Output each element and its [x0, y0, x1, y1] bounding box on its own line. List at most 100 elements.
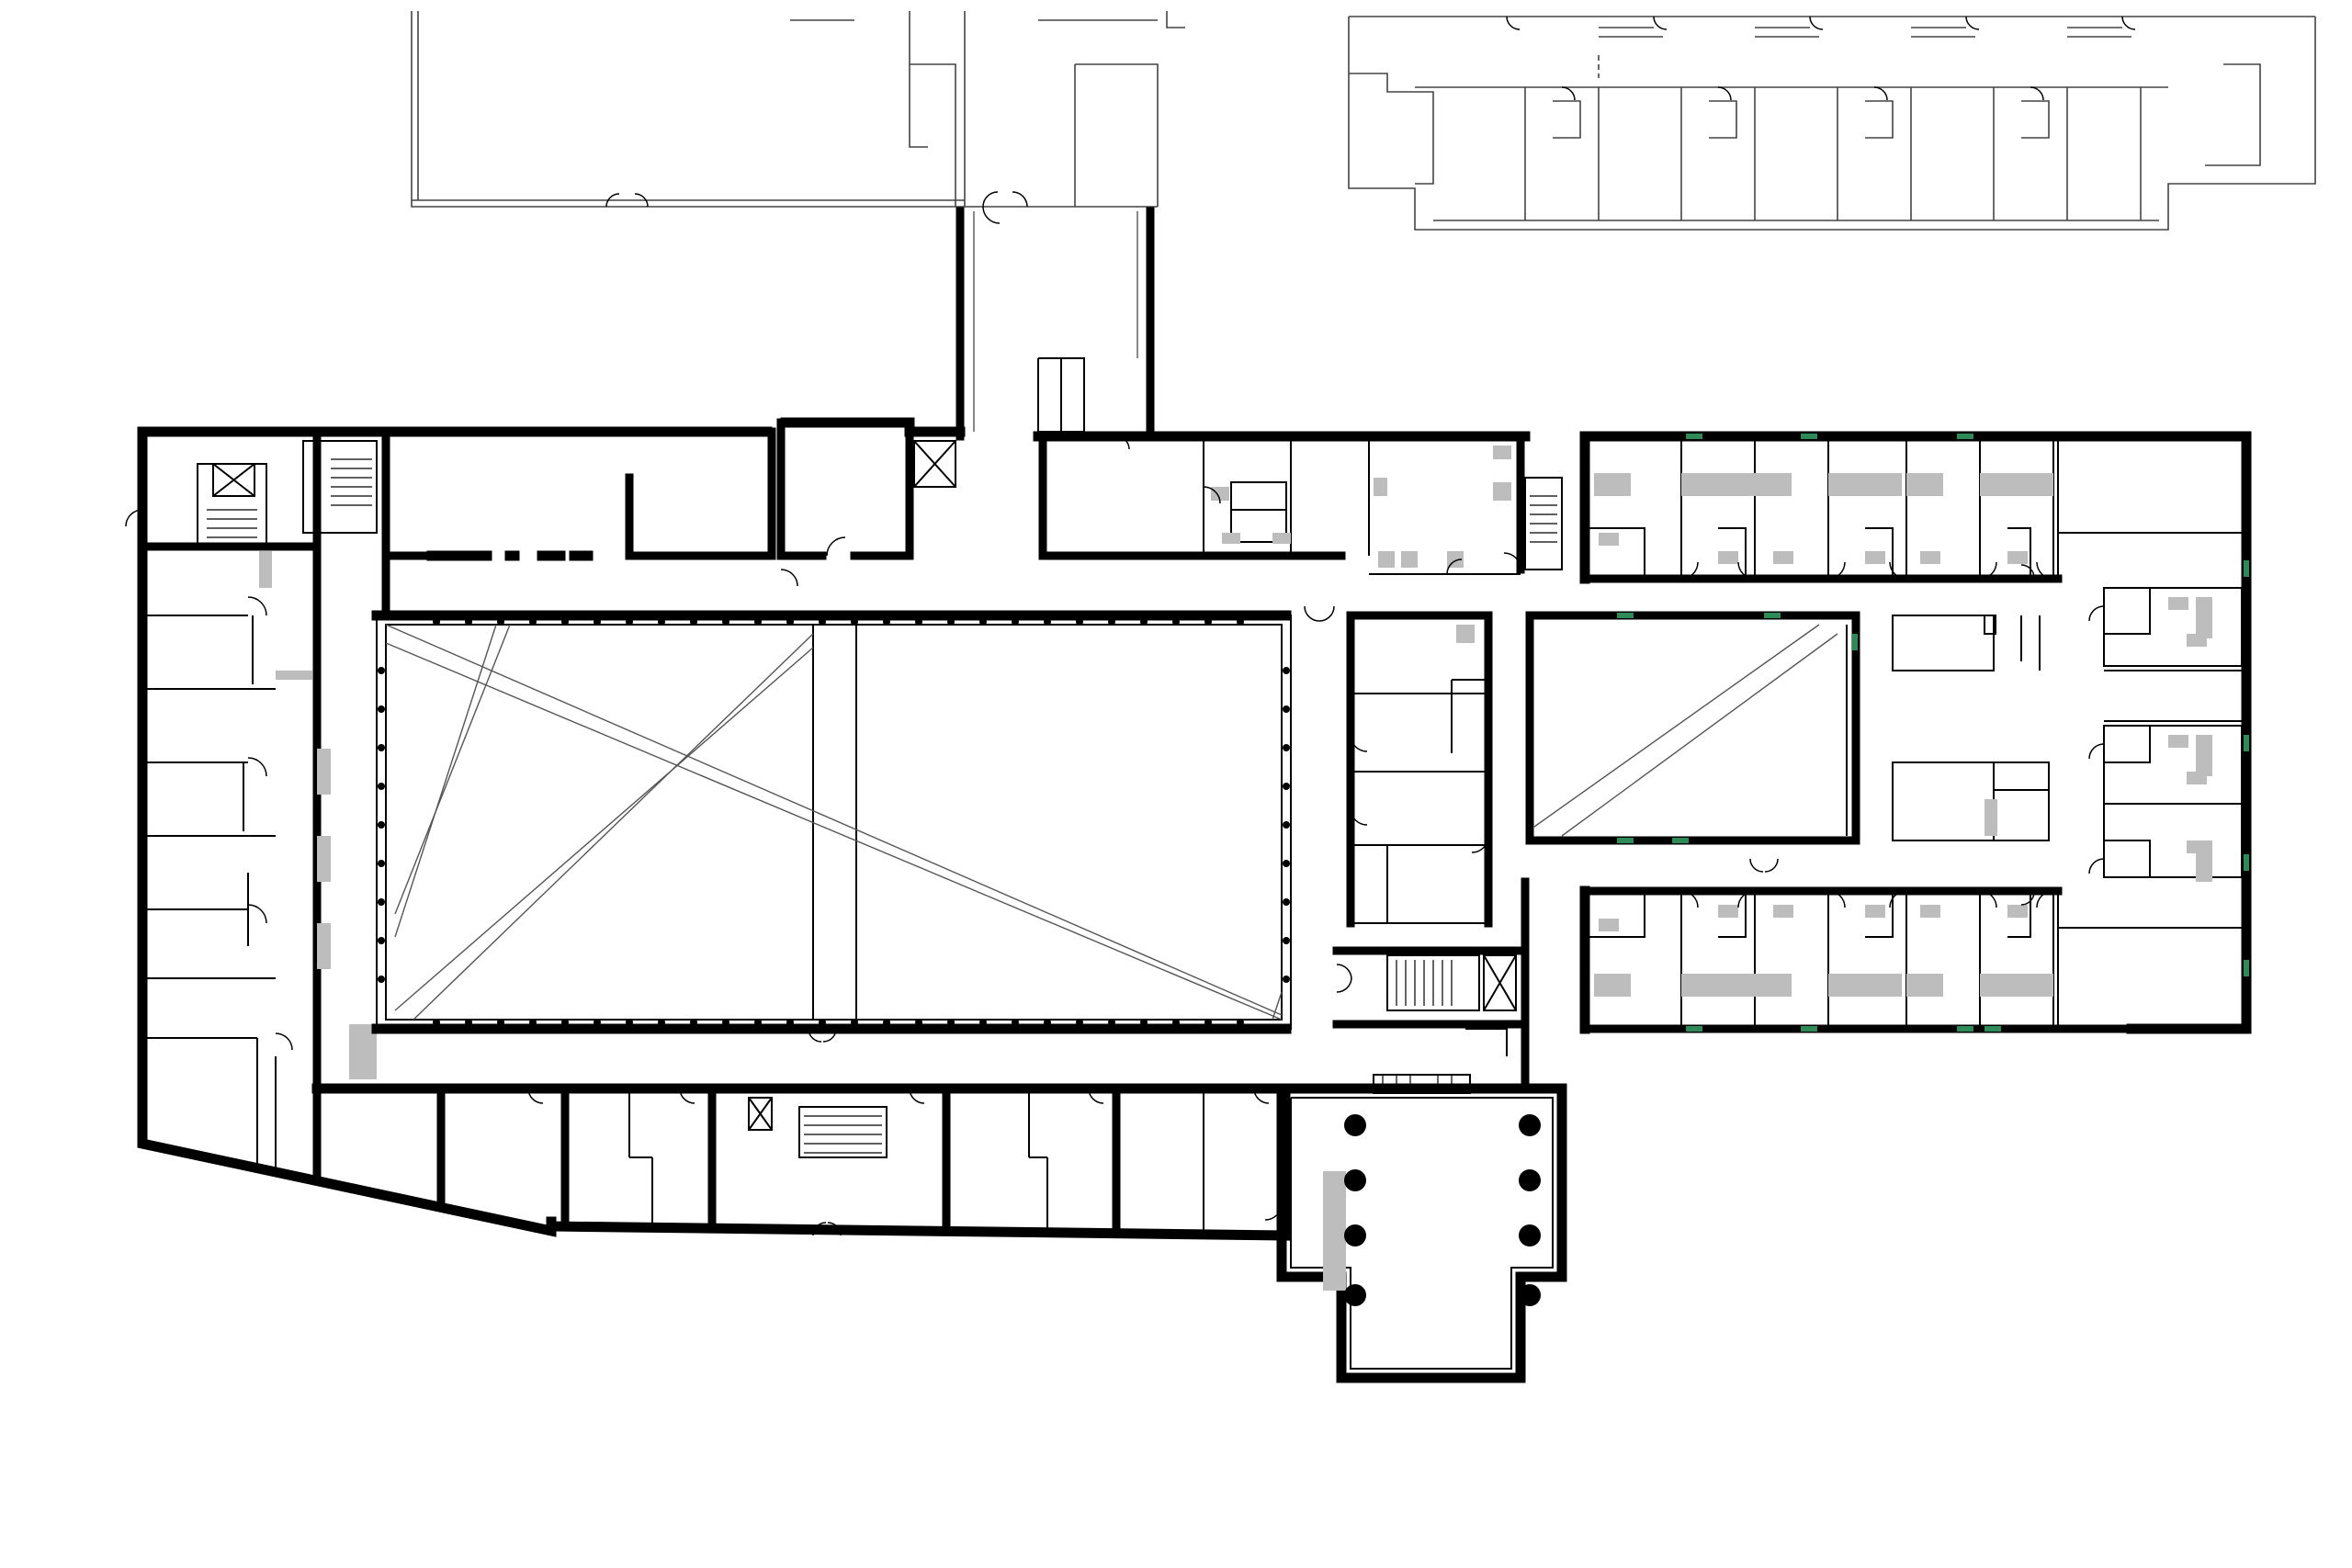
- column-icon: [529, 1019, 537, 1026]
- bed-icon: [2017, 974, 2053, 997]
- column-icon: [1519, 1284, 1541, 1306]
- column-icon: [786, 1019, 794, 1026]
- bed-icon: [1980, 473, 2017, 496]
- bed-icon: [1906, 974, 1943, 997]
- bed-icon: [1865, 473, 1902, 496]
- column-icon: [378, 860, 385, 867]
- column-icon: [1519, 1169, 1541, 1191]
- column-icon: [1283, 667, 1290, 674]
- column-icon: [1283, 937, 1290, 944]
- bed-icon: [2196, 735, 2212, 776]
- north-centre-rooms: [1033, 431, 1563, 575]
- column-icon: [1283, 783, 1290, 790]
- stair-icon: [804, 1115, 882, 1154]
- column-icon: [1283, 821, 1290, 829]
- column-icon: [1076, 1019, 1083, 1026]
- column-icon: [1344, 1169, 1366, 1191]
- column-icon: [378, 821, 385, 829]
- bed-icon: [1828, 974, 1865, 997]
- column-icon: [1283, 744, 1290, 751]
- east-wing: [1579, 431, 2252, 1034]
- column-icon: [851, 1019, 858, 1026]
- bed-icon: [1773, 551, 1793, 564]
- bed-icon: [1755, 473, 1792, 496]
- stair-icon: [1396, 960, 1453, 1006]
- column-icon: [1172, 618, 1180, 626]
- column-icon: [947, 618, 955, 626]
- bed-icon: [2168, 597, 2188, 610]
- bed-icon: [2196, 597, 2212, 638]
- column-icon: [658, 618, 665, 626]
- column-icon: [690, 618, 697, 626]
- column-icon: [433, 618, 440, 626]
- column-icon: [1108, 1019, 1115, 1026]
- bed-icon: [1718, 551, 1738, 564]
- column-icon: [378, 898, 385, 906]
- column-icon: [1012, 618, 1019, 626]
- bed-icon: [2017, 473, 2053, 496]
- column-icon: [497, 618, 504, 626]
- bed-icon: [1599, 919, 1619, 931]
- bed-icon: [1594, 473, 1631, 496]
- column-icon: [594, 618, 601, 626]
- column-icon: [1108, 618, 1115, 626]
- bed-icon: [1906, 473, 1943, 496]
- bed-icon: [2168, 735, 2188, 748]
- column-icon: [979, 618, 987, 626]
- bed-icon: [1755, 974, 1792, 997]
- column-icon: [754, 618, 762, 626]
- column-icon: [1140, 618, 1148, 626]
- bed-icon: [1681, 473, 1718, 496]
- bed-icon: [1920, 905, 1940, 918]
- column-icon: [626, 618, 633, 626]
- column-icon: [1172, 1019, 1180, 1026]
- column-icon: [465, 618, 472, 626]
- atrium-columns: [378, 618, 1290, 1026]
- column-icon: [594, 1019, 601, 1026]
- elevator-icon: [1483, 954, 1517, 1011]
- stair-icon: [207, 509, 257, 538]
- column-icon: [947, 1019, 955, 1026]
- column-icon: [1344, 1284, 1366, 1306]
- column-icon: [883, 1019, 890, 1026]
- column-icon: [378, 705, 385, 713]
- south-stair-block: [1332, 877, 1530, 1093]
- bed-icon: [1920, 551, 1940, 564]
- bed-icon: [2007, 551, 2028, 564]
- column-icon: [754, 1019, 762, 1026]
- column-icon: [561, 618, 569, 626]
- column-icon: [626, 1019, 633, 1026]
- column-icon: [722, 1019, 729, 1026]
- column-icon: [851, 618, 858, 626]
- connector-corridor: [956, 206, 1155, 441]
- bed-icon: [1718, 974, 1755, 997]
- column-icon: [1283, 976, 1290, 983]
- column-icon: [1283, 705, 1290, 713]
- column-icon: [1044, 618, 1051, 626]
- column-icon: [1519, 1224, 1541, 1247]
- column-icon: [465, 1019, 472, 1026]
- column-icon: [378, 783, 385, 790]
- bed-icon: [1773, 905, 1793, 918]
- north-building-right: [1348, 16, 2316, 231]
- bed-icon: [1984, 799, 1997, 836]
- column-icon: [378, 667, 385, 674]
- bed-icon: [1681, 974, 1718, 997]
- bed-icon: [1594, 974, 1631, 997]
- column-icon: [378, 937, 385, 944]
- column-icon: [433, 1019, 440, 1026]
- bed-icon: [2196, 840, 2212, 882]
- column-icon: [1140, 1019, 1148, 1026]
- column-icon: [915, 618, 922, 626]
- column-icon: [1012, 1019, 1019, 1026]
- column-icon: [658, 1019, 665, 1026]
- column-icon: [561, 1019, 569, 1026]
- column-icon: [819, 618, 826, 626]
- column-icon: [529, 618, 537, 626]
- column-icon: [497, 1019, 504, 1026]
- south-rooms: [311, 1028, 1292, 1241]
- column-icon: [1204, 618, 1212, 626]
- bed-icon: [1865, 551, 1885, 564]
- column-icon: [690, 1019, 697, 1026]
